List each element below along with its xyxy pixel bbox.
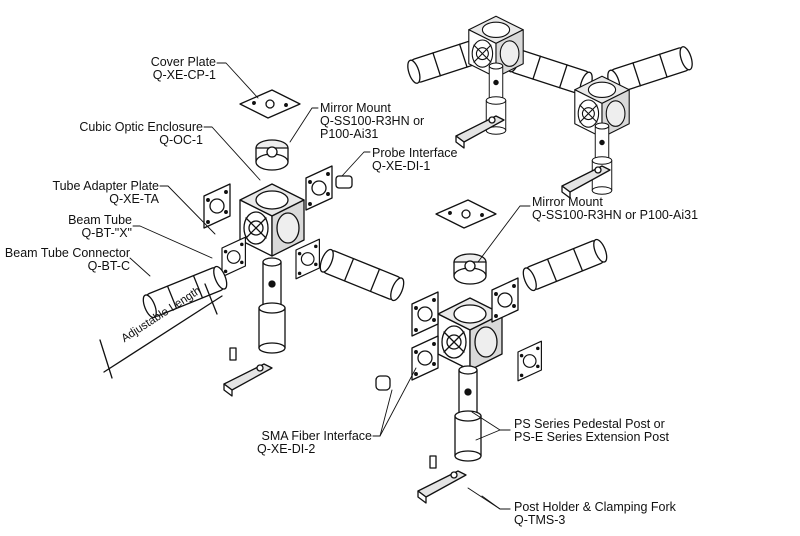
sma-fiber-interface-part: Q-XE-DI-2: [257, 442, 316, 456]
pedestal-post-part: PS-E Series Extension Post: [514, 430, 669, 444]
label-tube-adapter-plate: Tube Adapter Plate Q-XE-TA: [20, 180, 159, 206]
probe-interface-part: Q-XE-DI-1: [372, 159, 431, 173]
tube-adapter-plate-name: Tube Adapter Plate: [52, 179, 159, 193]
probe-interface-name: Probe Interface: [372, 146, 458, 160]
cubic-optic-enclosure-part: Q-OC-1: [159, 133, 203, 147]
mirror-mount-1-part2: P100-Ai31: [320, 127, 379, 141]
mirror-mount-2-name: Mirror Mount: [532, 195, 603, 209]
cover-plate-part: Q-XE-CP-1: [152, 68, 216, 82]
label-sma-fiber-interface: SMA Fiber Interface Q-XE-DI-2: [240, 430, 372, 456]
pedestal-post-name: PS Series Pedestal Post or: [514, 417, 665, 431]
beam-tube-part: Q-BT-"X": [81, 226, 132, 240]
label-cubic-optic-enclosure: Cubic Optic Enclosure Q-OC-1: [60, 121, 203, 147]
post-holder-part: Q-TMS-3: [514, 513, 566, 527]
label-mirror-mount-2: Mirror Mount Q-SS100-R3HN or P100-Ai31: [532, 196, 698, 222]
label-mirror-mount-1: Mirror Mount Q-SS100-R3HN or P100-Ai31: [320, 102, 424, 141]
mirror-mount-2-part: Q-SS100-R3HN or P100-Ai31: [532, 208, 699, 222]
beam-tube-connector-part: Q-BT-C: [87, 259, 130, 273]
tube-adapter-plate-part: Q-XE-TA: [109, 192, 159, 206]
adjustable-length-dimension: [99, 283, 223, 379]
post-holder-name: Post Holder & Clamping Fork: [514, 500, 676, 514]
cubic-optic-enclosure-name: Cubic Optic Enclosure: [79, 120, 203, 134]
right-exploded-cube: [375, 199, 611, 504]
label-probe-interface: Probe Interface Q-XE-DI-1: [372, 147, 457, 173]
mirror-mount-1-name: Mirror Mount: [320, 101, 391, 115]
left-exploded-cube: [139, 89, 408, 397]
mirror-mount-1-part: Q-SS100-R3HN or: [320, 114, 425, 128]
label-beam-tube-connector: Beam Tube Connector Q-BT-C: [0, 247, 130, 273]
leader-lines: [129, 62, 531, 510]
label-cover-plate: Cover Plate Q-XE-CP-1: [120, 56, 216, 82]
label-pedestal-post: PS Series Pedestal Post or PS-E Series E…: [514, 418, 669, 444]
label-beam-tube: Beam Tube Q-BT-"X": [40, 214, 132, 240]
sma-fiber-interface-name: SMA Fiber Interface: [261, 429, 372, 443]
cover-plate-name: Cover Plate: [150, 55, 216, 69]
label-post-holder: Post Holder & Clamping Fork Q-TMS-3: [514, 501, 676, 527]
beam-tube-name: Beam Tube: [68, 213, 132, 227]
beam-tube-connector-name: Beam Tube Connector: [4, 246, 130, 260]
